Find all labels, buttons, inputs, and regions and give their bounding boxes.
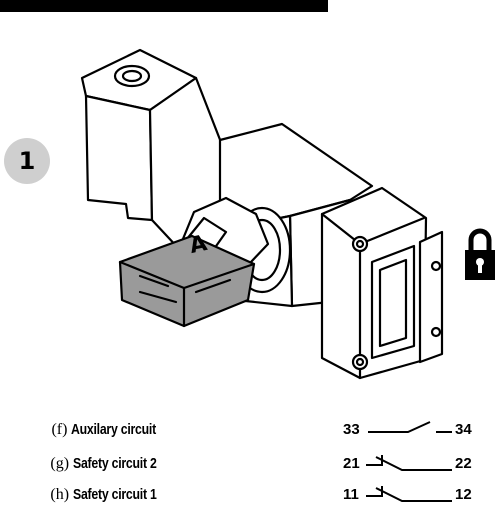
circuit-letter: (f) (51, 421, 68, 438)
contact-f (368, 421, 452, 433)
padlock-icon (465, 228, 495, 280)
terminal-out: 34 (455, 421, 472, 438)
step-number: 1 (18, 147, 36, 175)
terminal-out: 22 (455, 455, 472, 472)
circuit-letter: (h) (50, 486, 70, 503)
contact-h (366, 486, 452, 502)
contact-g (366, 455, 452, 471)
circuit-name: Auxilary circuit (71, 421, 157, 438)
circuit-row: (f) Auxilary circuit 33 34 (0, 421, 497, 443)
terminal-in: 11 (343, 486, 359, 503)
header-bar (0, 0, 328, 12)
key-letter: A (187, 231, 209, 259)
terminal-out: 12 (455, 486, 472, 503)
circuit-row: (h) Safety circuit 1 11 12 (0, 486, 497, 508)
circuit-name: Safety circuit 2 (73, 455, 157, 472)
step-number-badge: 1 (4, 138, 50, 184)
circuit-letter: (g) (50, 455, 70, 472)
terminal-in: 33 (343, 421, 360, 438)
circuit-row: (g) Safety circuit 2 21 22 (0, 455, 497, 477)
terminal-in: 21 (343, 455, 360, 472)
circuit-name: Safety circuit 1 (73, 486, 157, 503)
actuator-base (118, 234, 256, 328)
